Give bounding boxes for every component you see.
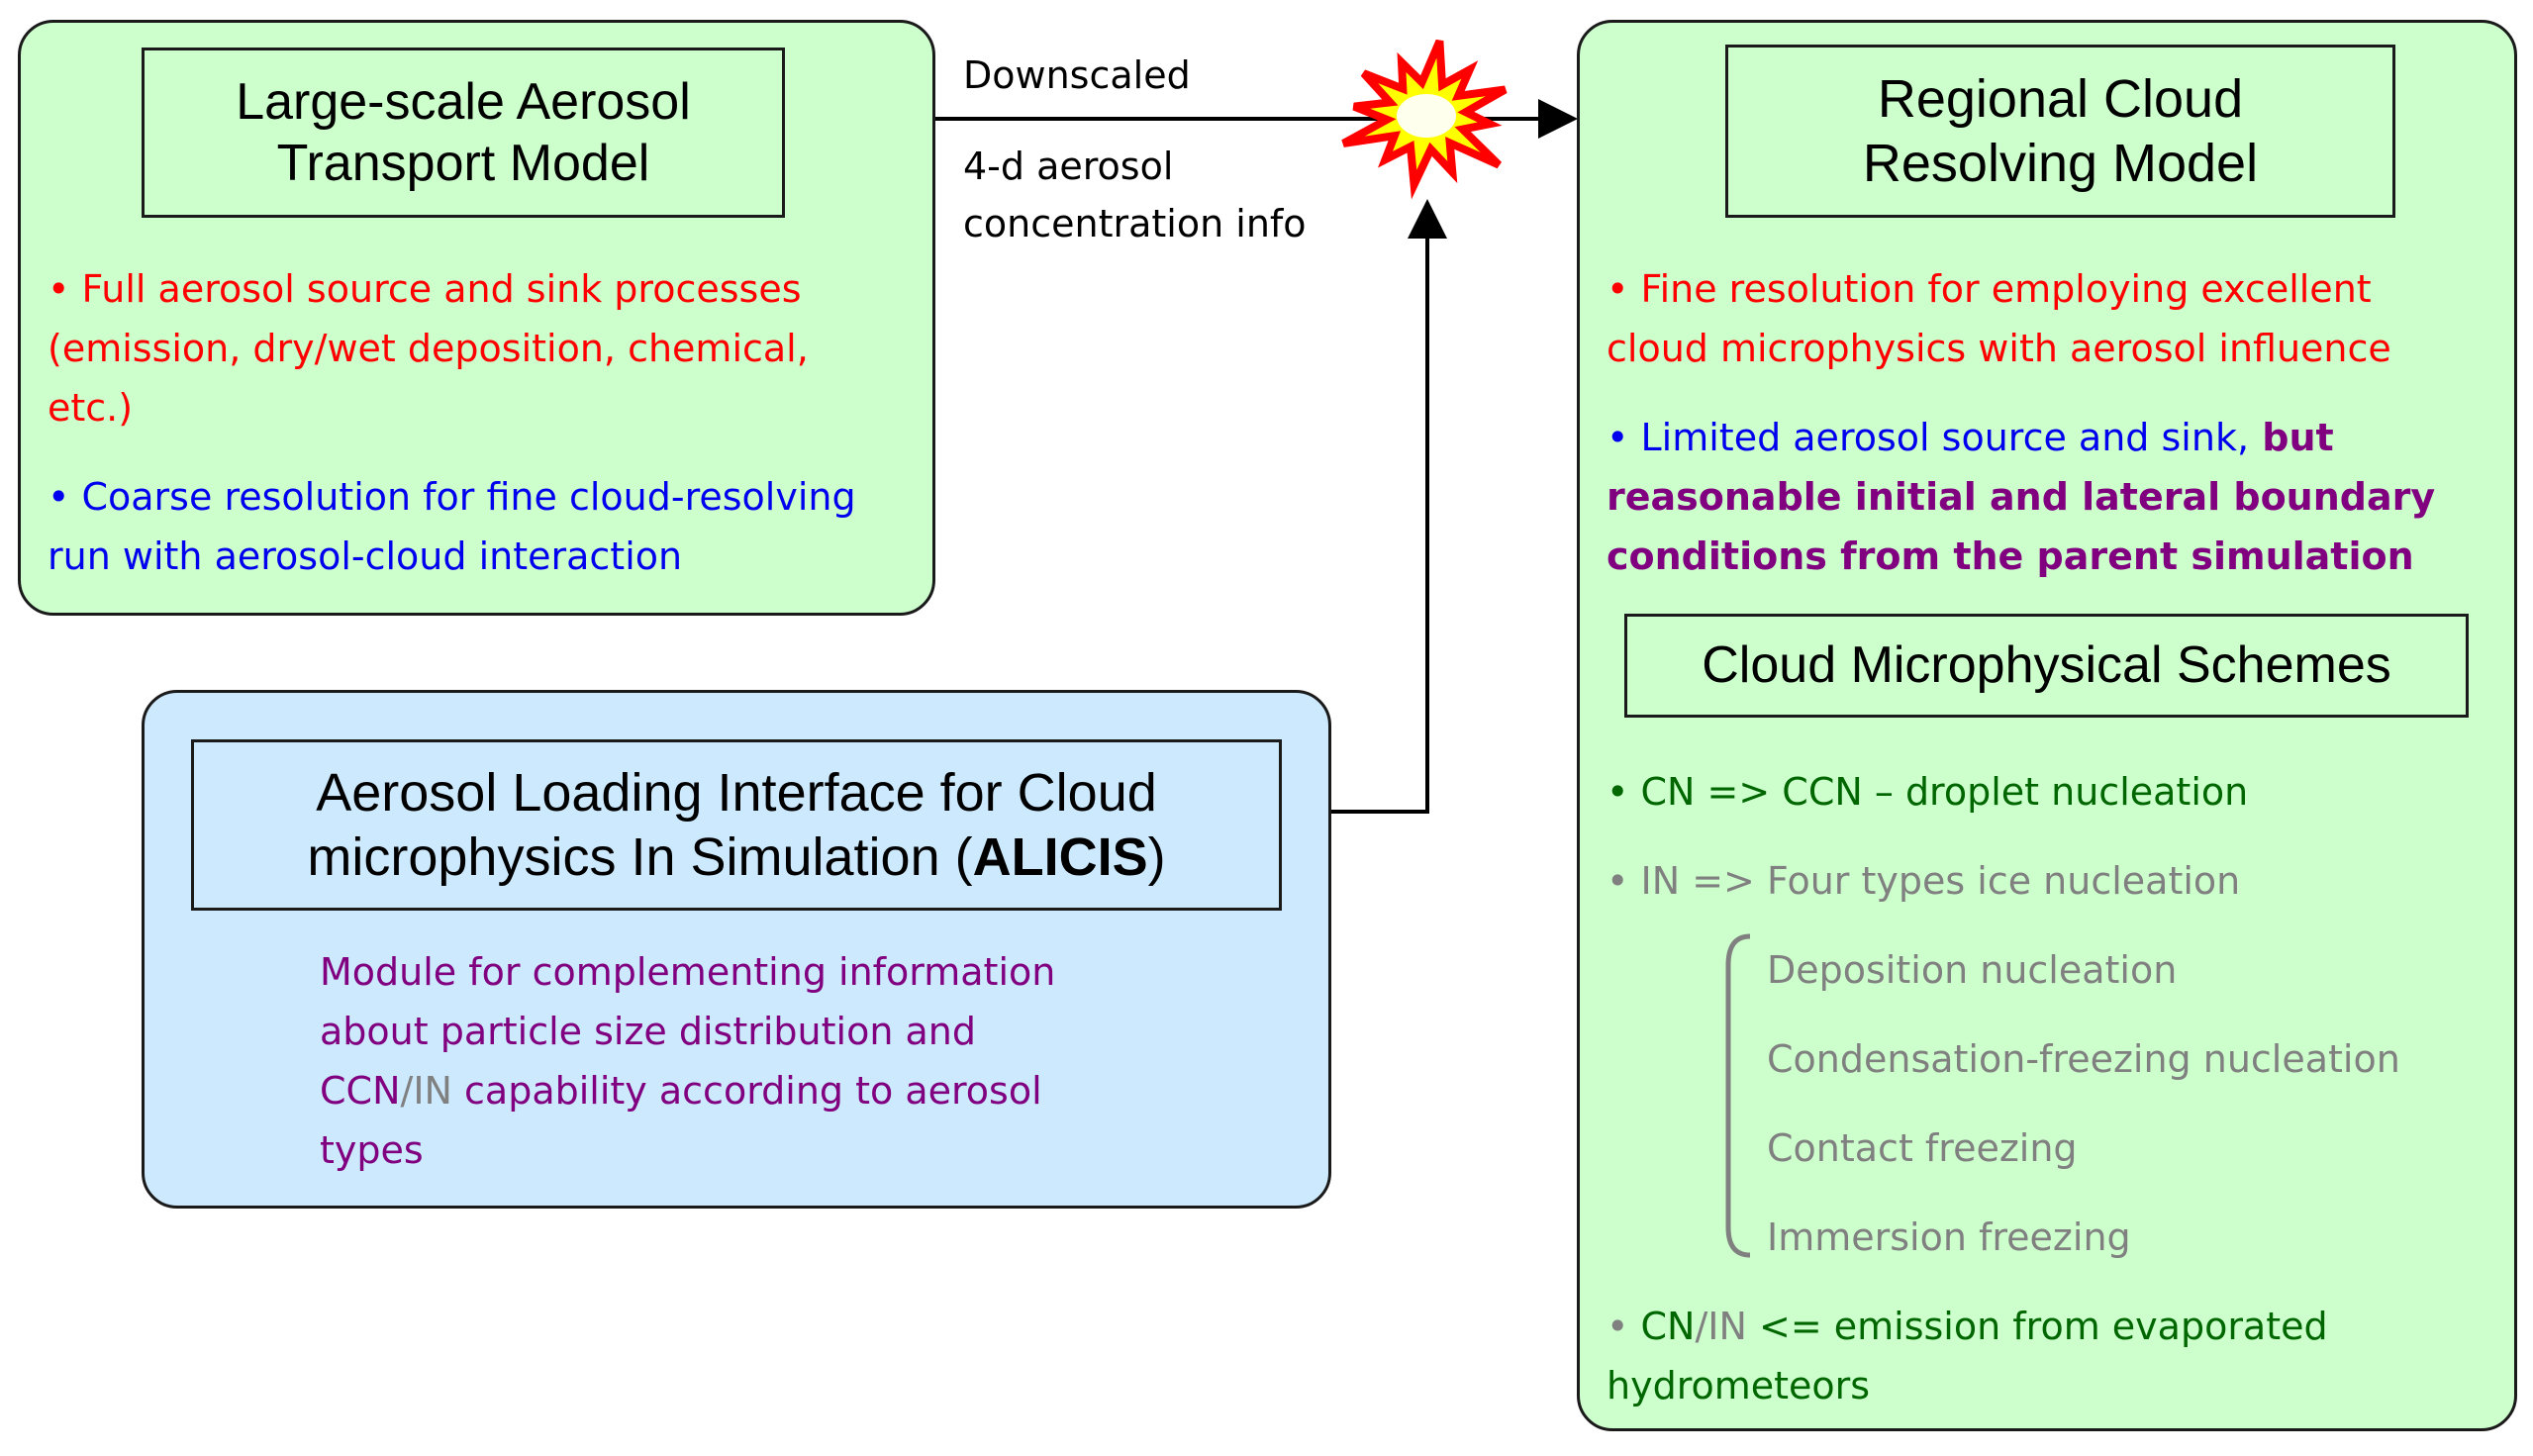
alicis-title-line2-post: ) bbox=[1147, 826, 1166, 887]
alicis-title-line1: Aerosol Loading Interface for Cloud bbox=[316, 762, 1157, 823]
transport-model-title-line2: Transport Model bbox=[276, 135, 650, 192]
regional-bullet2-line1-b: but bbox=[2249, 416, 2334, 459]
transport-model-title-box: Large-scale Aerosol Transport Model bbox=[142, 48, 785, 218]
transport-model-title-line1: Large-scale Aerosol bbox=[236, 72, 691, 131]
regional-bullet1-line1: • Fine resolution for employing excellen… bbox=[1607, 267, 2372, 311]
alicis-title-box: Aerosol Loading Interface for Cloud micr… bbox=[191, 739, 1282, 911]
regional-bullet2-line2: reasonable initial and lateral boundary bbox=[1607, 475, 2436, 519]
regional-bullet2-line3: conditions from the parent simulation bbox=[1607, 534, 2414, 578]
alicis-acronym: ALICIS bbox=[972, 826, 1148, 887]
transport-bullet1-line3: etc.) bbox=[48, 386, 134, 430]
alicis-connector-arrow bbox=[1331, 199, 1447, 814]
regional-model-title-box: Regional Cloud Resolving Model bbox=[1725, 45, 2395, 218]
transport-bullet1-line1: • Full aerosol source and sink processes bbox=[48, 267, 802, 311]
regional-bullet2-line1-a: • Limited aerosol source and sink, bbox=[1607, 416, 2250, 459]
ice-type-contact-freezing: Contact freezing bbox=[1767, 1126, 2078, 1170]
alicis-desc-line2: about particle size distribution and bbox=[320, 1010, 976, 1053]
transport-bullet1-line2: (emission, dry/wet deposition, chemical, bbox=[48, 327, 809, 370]
emission-bullet-in: IN bbox=[1707, 1305, 1747, 1348]
alicis-desc-rest: capability according to aerosol bbox=[451, 1069, 1042, 1113]
ice-type-deposition: Deposition nucleation bbox=[1767, 948, 2178, 992]
alicis-desc-line1: Module for complementing information bbox=[320, 950, 1056, 994]
regional-model-title-line1: Regional Cloud bbox=[1877, 68, 2244, 129]
alicis-desc-ccn: CCN bbox=[320, 1069, 401, 1113]
alicis-title-line2: microphysics In Simulation (ALICIS) bbox=[307, 825, 1165, 890]
downscaled-label: Downscaled bbox=[963, 53, 1191, 97]
regional-bullet1-line2: cloud microphysics with aerosol influenc… bbox=[1607, 327, 2391, 370]
regional-model-title-line2: Resolving Model bbox=[1862, 133, 2259, 193]
microphysical-schemes-title: Cloud Microphysical Schemes bbox=[1702, 636, 2391, 695]
alicis-desc-in: IN bbox=[413, 1069, 452, 1113]
emission-bullet-rest: <= emission from evaporated bbox=[1746, 1305, 2328, 1348]
regional-bullet2-line1: • Limited aerosol source and sink, but bbox=[1607, 408, 2334, 467]
emission-bullet-line1: • CN/IN <= emission from evaporated bbox=[1607, 1297, 2328, 1356]
alicis-title-line2-pre: microphysics In Simulation ( bbox=[307, 826, 973, 887]
ice-type-condensation-freezing: Condensation-freezing nucleation bbox=[1767, 1037, 2400, 1081]
alicis-panel bbox=[142, 690, 1331, 1209]
ccn-droplet-nucleation: • CN => CCN – droplet nucleation bbox=[1607, 770, 2249, 814]
explosion-burst-icon bbox=[1341, 39, 1508, 200]
aerosol-info-label-line1: 4-d aerosol bbox=[963, 145, 1174, 188]
alicis-desc-line4: types bbox=[320, 1128, 424, 1172]
in-ice-nucleation: • IN => Four types ice nucleation bbox=[1607, 859, 2241, 903]
explosion-burst-core bbox=[1397, 94, 1456, 138]
transport-bullet2-line2: run with aerosol-cloud interaction bbox=[48, 534, 683, 578]
alicis-desc-line3: CCN/IN capability according to aerosol bbox=[320, 1061, 1042, 1120]
emission-bullet-slash: / bbox=[1695, 1305, 1708, 1348]
emission-bullet-dot: • bbox=[1607, 1305, 1641, 1348]
emission-bullet-cn: CN bbox=[1640, 1305, 1696, 1348]
emission-bullet-line2: hydrometeors bbox=[1607, 1364, 1871, 1407]
microphysical-schemes-title-box: Cloud Microphysical Schemes bbox=[1624, 614, 2469, 718]
alicis-desc-slash: / bbox=[400, 1069, 414, 1113]
transport-bullet2-line1: • Coarse resolution for fine cloud-resol… bbox=[48, 475, 856, 519]
ice-type-immersion-freezing: Immersion freezing bbox=[1767, 1215, 2131, 1259]
aerosol-info-label-line2: concentration info bbox=[963, 202, 1307, 245]
